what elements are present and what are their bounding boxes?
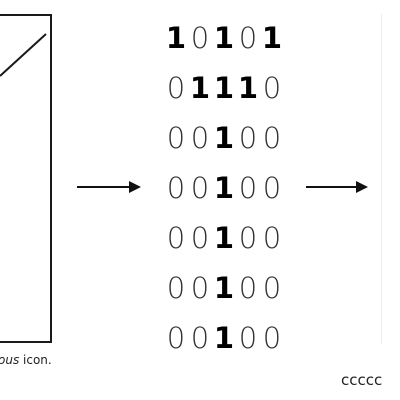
bit-cell: 0 [166, 171, 186, 205]
bit-cell: 0 [190, 221, 210, 255]
bit-cell: 0 [238, 171, 258, 205]
bit-cell: 0 [166, 221, 186, 255]
bit-cell: 0 [238, 271, 258, 305]
bit-cell: 1 [213, 221, 235, 255]
bit-cell: 1 [213, 71, 235, 105]
bit-cell: 1 [213, 121, 235, 155]
bit-cell: 0 [166, 271, 186, 305]
arrow-to-output [306, 181, 368, 193]
bit-cell: 0 [166, 121, 186, 155]
bit-cell: 0 [190, 271, 210, 305]
bit-cell: 0 [190, 321, 210, 355]
bit-cell: 0 [238, 21, 258, 55]
bit-cell: 1 [237, 71, 259, 105]
bit-cell: 1 [165, 21, 187, 55]
bit-cell: 0 [262, 321, 282, 355]
bit-cell: 1 [213, 321, 235, 355]
icon-frame [0, 14, 52, 343]
bit-cell: 0 [238, 121, 258, 155]
bit-cell: 0 [190, 171, 210, 205]
bit-cell: 0 [262, 121, 282, 155]
bit-cell: 0 [190, 21, 210, 55]
arrow-to-matrix [77, 181, 141, 193]
bit-cell: 1 [213, 171, 235, 205]
icon-diagonal-stroke [0, 33, 47, 77]
left-caption: ous icon. [0, 353, 52, 367]
bit-cell: 0 [262, 171, 282, 205]
bit-cell: 1 [213, 21, 235, 55]
bit-cell: 0 [166, 321, 186, 355]
left-caption-italic: ous [0, 353, 20, 367]
bit-cell: 1 [213, 271, 235, 305]
bit-cell: 0 [238, 221, 258, 255]
right-caption: ccccc [341, 371, 383, 389]
left-caption-rest: icon. [19, 353, 52, 367]
bit-cell: 0 [262, 221, 282, 255]
bit-cell: 0 [262, 271, 282, 305]
right-panel-edge [381, 14, 382, 344]
bit-cell: 0 [262, 71, 282, 105]
bit-cell: 0 [238, 321, 258, 355]
bit-cell: 0 [166, 71, 186, 105]
bit-cell: 1 [261, 21, 283, 55]
bit-cell: 1 [189, 71, 211, 105]
bit-cell: 0 [190, 121, 210, 155]
